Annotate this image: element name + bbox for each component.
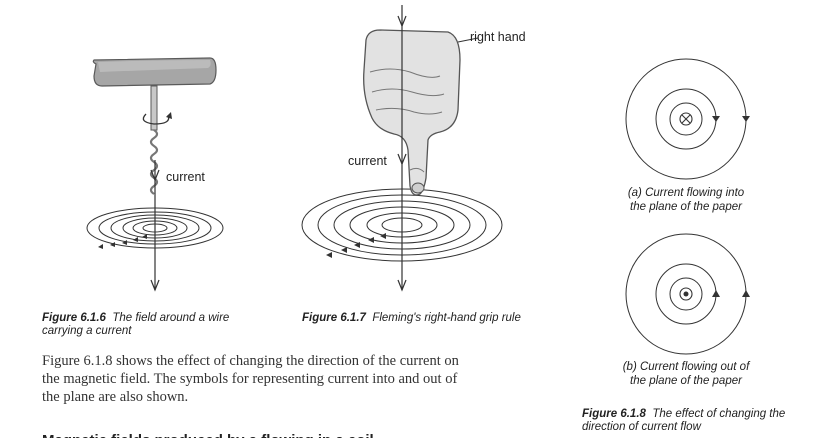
caption-617-text: Fleming's right-hand grip rule <box>372 312 521 324</box>
caption-617-number: Figure 6.1.7 <box>302 312 366 324</box>
caption-618-text: The effect of changing the direction of … <box>582 408 786 433</box>
corkscrew-icon <box>92 57 217 195</box>
rotation-arrow <box>142 113 170 125</box>
current-label-616: current <box>166 170 205 184</box>
body-line-2: the magnetic field. The symbols for repr… <box>42 371 458 387</box>
next-section-heading: Magnetic fields produced by a flowing in… <box>42 432 562 438</box>
cross-symbol-icon <box>679 112 693 126</box>
subcaption-a: (a) Current flowing into the plane of th… <box>606 186 766 214</box>
right-hand-label: right hand <box>470 30 526 44</box>
caption-616-number: Figure 6.1.6 <box>42 312 106 324</box>
caption-618-number: Figure 6.1.8 <box>582 408 646 420</box>
subcaption-b-line2: the plane of the paper <box>630 375 742 387</box>
subcaption-a-line2: the plane of the paper <box>630 201 742 213</box>
subcaption-b: (b) Current flowing out of the plane of … <box>606 360 766 388</box>
subcaption-b-line1: (b) Current flowing out of <box>622 361 750 373</box>
body-line-3: the plane are also shown. <box>42 389 189 405</box>
right-hand-icon <box>363 29 461 196</box>
subcaption-a-line1: (a) Current flowing into <box>627 187 745 199</box>
current-label-617: current <box>348 154 387 168</box>
caption-616-text: The field around a wire carrying a curre… <box>42 312 230 337</box>
dot-symbol-icon <box>679 287 693 301</box>
body-line-1: Figure 6.1.8 shows the effect of changin… <box>42 353 459 369</box>
caption-616: Figure 6.1.6 The field around a wire car… <box>42 312 262 338</box>
caption-617: Figure 6.1.7 Fleming's right-hand grip r… <box>302 312 542 325</box>
caption-618: Figure 6.1.8 The effect of changing the … <box>582 408 792 434</box>
field-rings <box>86 207 224 249</box>
body-paragraph: Figure 6.1.8 shows the effect of changin… <box>42 352 582 406</box>
